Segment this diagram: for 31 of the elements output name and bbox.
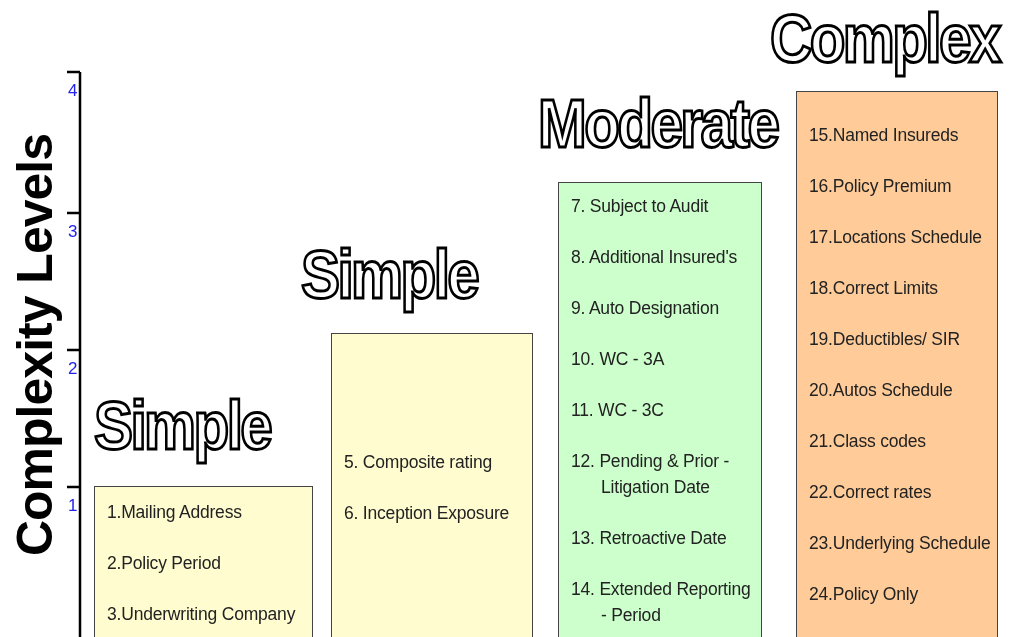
list-item: 6. Inception Exposure: [344, 502, 511, 525]
list-item: 3.Underwriting Company: [107, 603, 297, 626]
list-item: 24.Policy Only: [809, 583, 920, 606]
list-item: 22.Correct rates: [809, 481, 933, 504]
list-item: 16.Policy Premium: [809, 175, 953, 198]
tick-label: 4: [68, 82, 78, 100]
axis-title: Complexity Levels: [6, 133, 64, 557]
list-item: 10. WC - 3A: [571, 348, 666, 371]
list-item: 1.Mailing Address: [107, 501, 243, 524]
list-item: 21.Class codes: [809, 430, 927, 453]
list-item: 2.Policy Period: [107, 552, 222, 575]
level-heading: Moderate: [538, 84, 778, 163]
list-item: 17.Locations Schedule: [809, 226, 983, 249]
level-heading: Simple: [94, 386, 271, 465]
list-item: 11. WC - 3C: [571, 399, 665, 422]
tick-label: 3: [68, 223, 78, 241]
list-item: 18.Correct Limits: [809, 277, 939, 300]
tick-label: 1: [68, 497, 78, 515]
list-item: 15.Named Insureds: [809, 124, 960, 147]
list-item: 9. Auto Designation: [571, 297, 720, 320]
list-item: 20.Autos Schedule: [809, 379, 954, 402]
list-item: 8. Additional Insured's: [571, 246, 739, 269]
list-item: 13. Retroactive Date: [571, 527, 728, 550]
tick-label: 2: [68, 360, 78, 378]
list-item: 14. Extended Reporting - Period: [571, 578, 752, 627]
list-item: 5. Composite rating: [344, 451, 493, 474]
list-item: 23.Underlying Schedule: [809, 532, 992, 555]
list-item: 7. Subject to Audit: [571, 195, 710, 218]
list-item: 12. Pending & Prior - Litigation Date: [571, 450, 731, 499]
level-heading: Simple: [301, 235, 478, 314]
list-item: 19.Deductibles/ SIR: [809, 328, 961, 351]
